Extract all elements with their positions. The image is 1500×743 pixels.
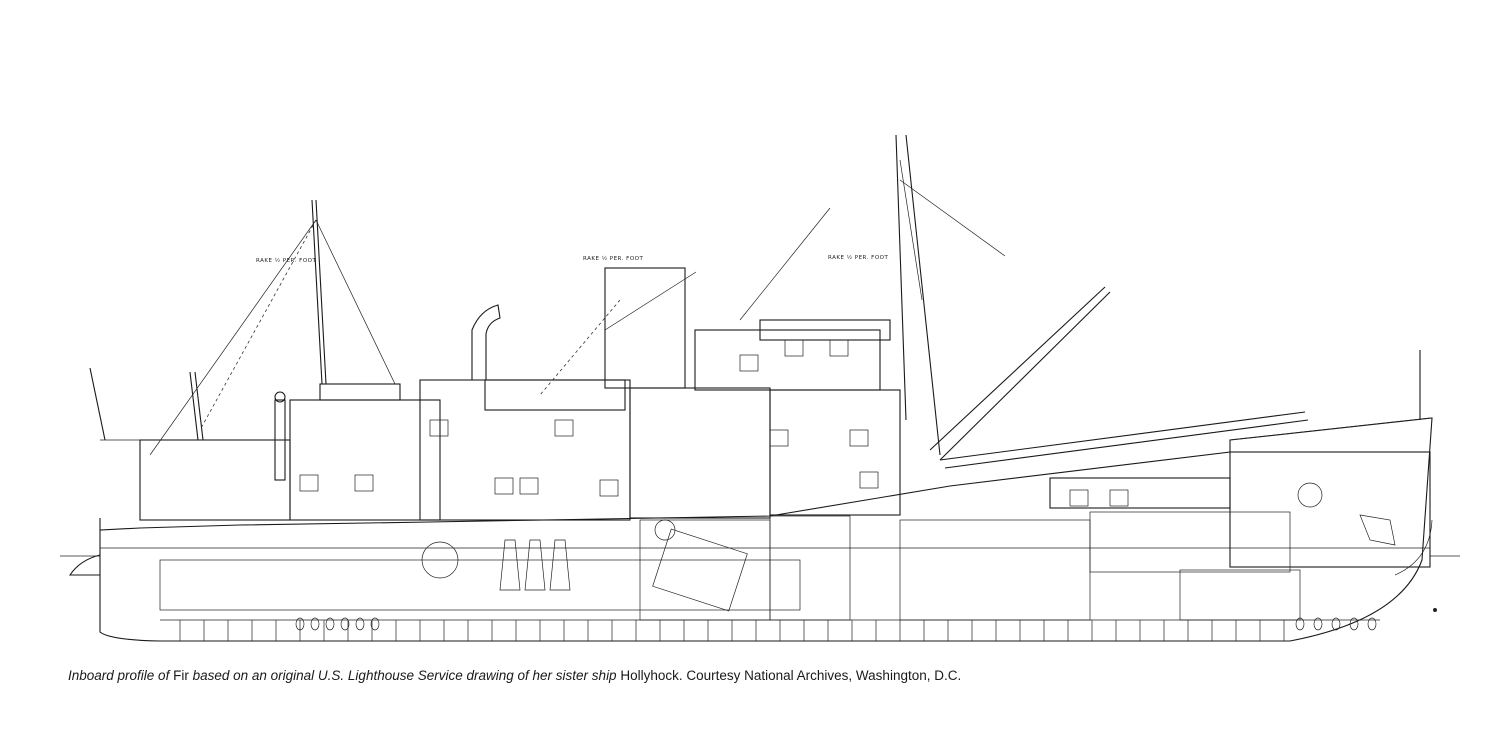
window	[1109, 489, 1129, 507]
porthole	[310, 617, 320, 631]
portholes	[295, 617, 1377, 631]
window	[859, 471, 879, 489]
caption-part-1: Inboard profile of	[68, 668, 174, 683]
window	[554, 419, 574, 437]
window	[849, 429, 869, 447]
windlass	[1297, 482, 1437, 612]
porthole	[370, 617, 380, 631]
porthole	[325, 617, 335, 631]
funnel	[274, 304, 501, 481]
hull-frames	[179, 620, 1285, 641]
window	[829, 339, 849, 357]
window	[354, 474, 374, 492]
window	[494, 477, 514, 495]
rake-annotation-stack: RAKE ½ PER. FOOT	[583, 255, 644, 262]
porthole	[1331, 617, 1341, 631]
rake-annotations: RAKE ½ PER. FOOT RAKE ½ PER. FOOT RAKE ½…	[256, 254, 889, 264]
rigging	[149, 179, 1309, 469]
window	[299, 474, 319, 492]
porthole	[295, 617, 305, 631]
superstructure	[139, 267, 1431, 621]
caption-ship-name: Fir	[173, 668, 189, 683]
railings	[100, 379, 1431, 441]
porthole	[340, 617, 350, 631]
window	[429, 419, 449, 437]
window	[1069, 489, 1089, 507]
porthole	[1313, 617, 1323, 631]
porthole	[1349, 617, 1359, 631]
window	[784, 339, 804, 357]
caption-part-3: based on an original U.S. Lighthouse Ser…	[188, 668, 621, 683]
porthole	[1367, 617, 1377, 631]
rake-annotation-fore: RAKE ½ PER. FOOT	[828, 254, 889, 261]
window	[769, 429, 789, 447]
window	[519, 477, 539, 495]
window	[739, 354, 759, 372]
rake-annotation-aft: RAKE ½ PER. FOOT	[256, 257, 317, 264]
porthole	[355, 617, 365, 631]
caption-sister-ship-name: Hollyhock.	[620, 668, 683, 683]
figure-caption: Inboard profile of Fir based on an origi…	[68, 668, 961, 683]
caption-credit: Courtesy National Archives, Washington, …	[682, 668, 962, 683]
windows	[299, 339, 1129, 507]
window	[599, 479, 619, 497]
engine-cylinders	[421, 519, 748, 612]
